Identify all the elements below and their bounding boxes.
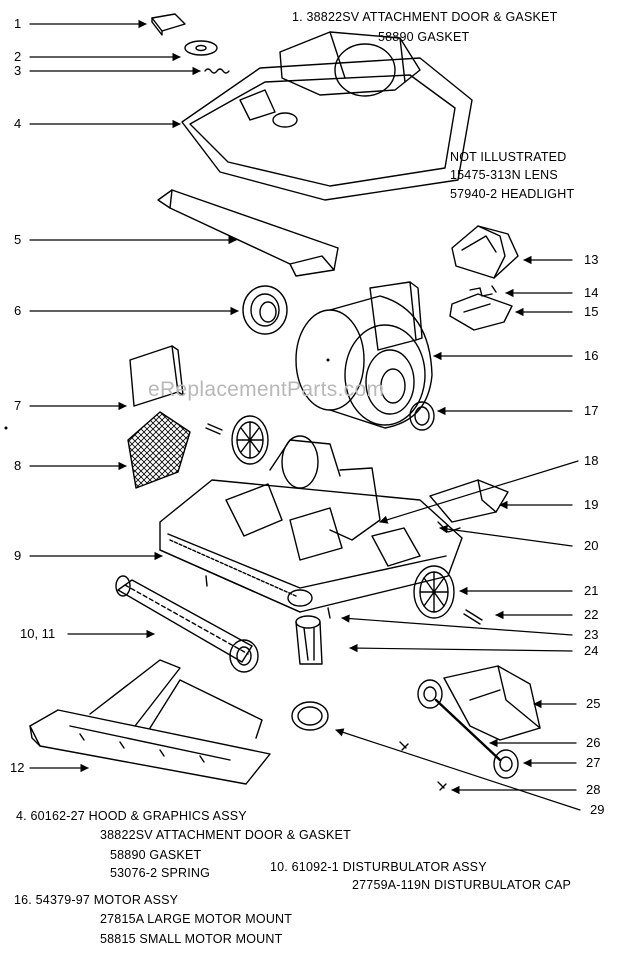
callout-20: 20 xyxy=(584,538,599,553)
part-attachment-door xyxy=(151,13,186,36)
part-bottom-plate xyxy=(29,659,271,785)
callout-25: 25 xyxy=(586,696,601,711)
dot-mark xyxy=(4,426,8,430)
part-wheel-right xyxy=(413,565,455,619)
note-headlight: 57940-2 HEADLIGHT xyxy=(450,187,575,201)
callout-19: 19 xyxy=(584,497,599,512)
note-motor-assy: 16. 54379-97 MOTOR ASSY xyxy=(14,893,179,907)
part-wheel-left xyxy=(231,415,269,465)
callout-8: 8 xyxy=(14,458,22,473)
note-top-line1: 1. 38822SV ATTACHMENT DOOR & GASKET xyxy=(292,10,558,24)
leader-23 xyxy=(341,614,573,636)
leader-29 xyxy=(335,728,581,811)
callout-22: 22 xyxy=(584,607,599,622)
part-bracket xyxy=(449,293,513,331)
callout-13: 13 xyxy=(584,252,599,267)
part-brushroll xyxy=(115,575,259,673)
part-screw-23 xyxy=(327,607,331,619)
part-axle-pin xyxy=(205,423,223,435)
part-belt xyxy=(291,701,329,731)
note-hood-spring: 53076-2 SPRING xyxy=(110,866,211,880)
part-housing-25 xyxy=(443,665,541,741)
callout-21: 21 xyxy=(584,583,599,598)
callout-1: 1 xyxy=(14,16,22,31)
part-base-chassis xyxy=(159,435,463,613)
callout-24: 24 xyxy=(584,643,599,658)
callout-3: 3 xyxy=(14,63,22,78)
callout-5: 5 xyxy=(14,232,22,247)
note-disturbulator-cap: 27759A-119N DISTURBULATOR CAP xyxy=(352,878,572,892)
callout-15: 15 xyxy=(584,304,599,319)
part-filter xyxy=(129,345,184,407)
leader-24 xyxy=(349,643,573,653)
note-hood-door: 38822SV ATTACHMENT DOOR & GASKET xyxy=(100,828,351,842)
leader-lines xyxy=(29,19,581,811)
callout-6: 6 xyxy=(14,303,22,318)
callout-29: 29 xyxy=(590,802,605,817)
part-roller-end-right xyxy=(493,749,519,779)
callout-27: 27 xyxy=(586,755,601,770)
part-gasket xyxy=(184,40,218,56)
callout-28: 28 xyxy=(586,782,601,797)
part-screw-left xyxy=(205,575,208,587)
part-screw-28 xyxy=(437,781,447,791)
leader-20 xyxy=(439,524,573,547)
callout-26: 26 xyxy=(586,735,601,750)
note-disturbulator-assy: 10. 61092-1 DISTURBULATOR ASSY xyxy=(270,860,487,874)
callout-12: 12 xyxy=(10,760,25,775)
part-motor xyxy=(295,281,433,429)
callout-9: 9 xyxy=(14,548,22,563)
callout-4: 4 xyxy=(14,116,22,131)
note-top-line2: 58890 GASKET xyxy=(378,30,470,44)
dot-mark xyxy=(326,358,330,362)
part-screw-extra xyxy=(399,741,409,751)
note-lens: 15475-313N LENS xyxy=(450,168,558,182)
note-not-illustrated: NOT ILLUSTRATED xyxy=(450,150,567,164)
callout-16: 16 xyxy=(584,348,599,363)
part-mesh-screen xyxy=(127,411,191,489)
callout-10-11: 10, 11 xyxy=(20,626,56,641)
note-large-motor-mount: 27815A LARGE MOTOR MOUNT xyxy=(100,912,293,926)
part-ring-6 xyxy=(242,285,288,335)
callout-17: 17 xyxy=(584,403,599,418)
part-hood xyxy=(181,31,473,201)
part-headlight-housing xyxy=(451,225,519,279)
part-spring xyxy=(204,68,230,74)
part-pin-22 xyxy=(463,609,483,625)
part-ring-17 xyxy=(409,401,435,431)
callout-23: 23 xyxy=(584,627,599,642)
note-hood-assy: 4. 60162-27 HOOD & GRAPHICS ASSY xyxy=(16,809,247,823)
watermark: eReplacementParts.com xyxy=(148,378,385,401)
callout-7: 7 xyxy=(14,398,22,413)
note-small-motor-mount: 58815 SMALL MOTOR MOUNT xyxy=(100,932,283,946)
leader-18 xyxy=(379,460,579,524)
callout-18: 18 xyxy=(584,453,599,468)
part-shaft xyxy=(434,698,502,762)
callout-2: 2 xyxy=(14,49,22,64)
note-hood-gasket: 58890 GASKET xyxy=(110,848,202,862)
part-bumper xyxy=(157,189,339,277)
part-clip xyxy=(469,285,497,297)
part-roller-end-left xyxy=(417,679,443,709)
callout-14: 14 xyxy=(584,285,599,300)
part-cup xyxy=(295,615,323,665)
